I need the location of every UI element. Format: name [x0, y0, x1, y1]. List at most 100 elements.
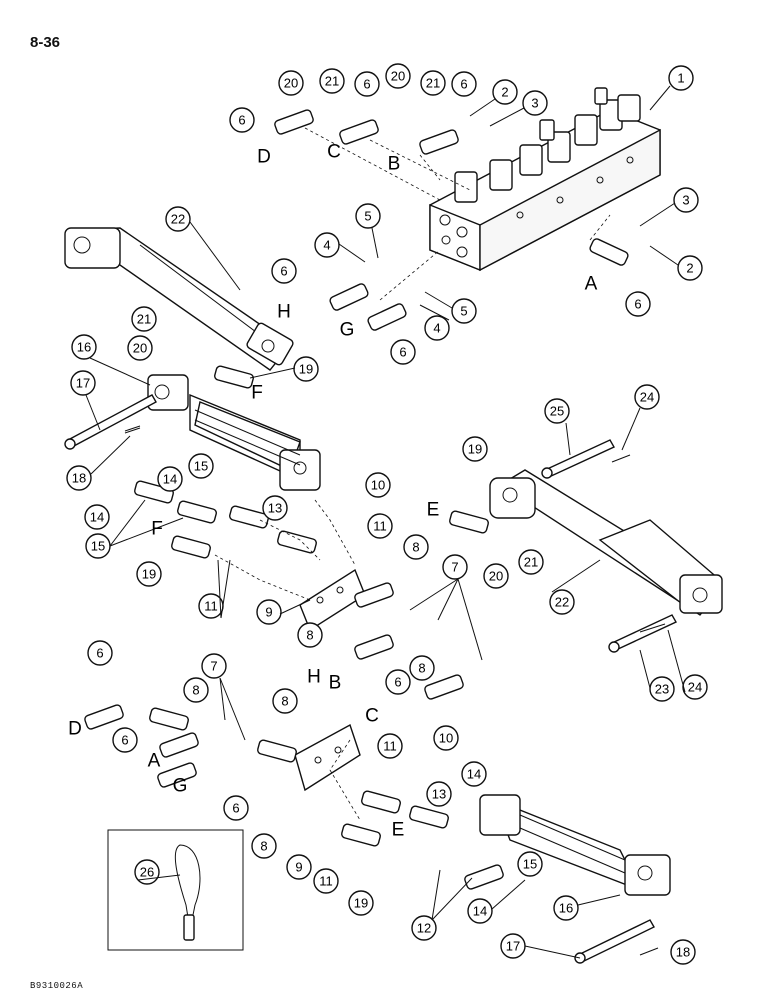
drawing-code: B9310026A — [30, 981, 84, 991]
callout: 11 — [373, 519, 387, 534]
port-letter: E — [392, 820, 405, 841]
callout: 18 — [676, 945, 690, 960]
callout: 19 — [299, 362, 313, 377]
port-letter: B — [388, 154, 401, 175]
callout: 8 — [306, 628, 313, 643]
callout: 21 — [137, 312, 151, 327]
callout: 6 — [399, 345, 406, 360]
valve-block — [429, 87, 661, 272]
port-letter: B — [329, 673, 342, 694]
callout: 6 — [634, 297, 641, 312]
callout: 8 — [260, 839, 267, 854]
cylinder-right — [489, 469, 723, 616]
callout: 11 — [319, 874, 333, 889]
callout: 21 — [524, 555, 538, 570]
callout: 6 — [232, 801, 239, 816]
callout: 6 — [96, 646, 103, 661]
callout: 6 — [363, 77, 370, 92]
callout: 14 — [467, 767, 481, 782]
callout: 25 — [550, 404, 564, 419]
hose-fittings — [84, 109, 629, 890]
callout: 15 — [194, 459, 208, 474]
port-letter: C — [327, 142, 341, 163]
callout: 5 — [460, 304, 467, 319]
callout: 8 — [192, 683, 199, 698]
callout: 20 — [133, 341, 147, 356]
callout: 26 — [140, 865, 154, 880]
callout: 24 — [688, 680, 702, 695]
port-letter: G — [340, 320, 355, 341]
callout: 22 — [171, 212, 185, 227]
port-letter: H — [277, 302, 291, 323]
callout: 17 — [76, 376, 90, 391]
callout: 2 — [686, 261, 693, 276]
callout: 20 — [489, 569, 503, 584]
callout: 10 — [371, 478, 385, 493]
callout: 4 — [323, 238, 330, 253]
callout: 6 — [238, 113, 245, 128]
callout: 23 — [655, 682, 669, 697]
manifold-plates — [294, 568, 366, 792]
cylinder-tie-rod-upper — [147, 374, 321, 491]
callout: 5 — [364, 209, 371, 224]
port-letter: D — [257, 147, 271, 168]
callout: 22 — [555, 595, 569, 610]
callout: 19 — [354, 896, 368, 911]
port-letter: F — [151, 519, 163, 540]
callout: 7 — [210, 659, 217, 674]
callout: 19 — [468, 442, 482, 457]
callout: 10 — [439, 731, 453, 746]
callout: 4 — [433, 321, 440, 336]
port-letter: F — [251, 383, 263, 404]
callout: 3 — [682, 193, 689, 208]
callout: 6 — [280, 264, 287, 279]
cylinder-tie-rod-lower — [479, 794, 671, 896]
port-letters: D C B A H G F E F H B C D A G E — [68, 142, 598, 841]
routing-lines — [214, 127, 611, 821]
callout: 2 — [501, 85, 508, 100]
callout: 6 — [394, 675, 401, 690]
callout: 9 — [265, 605, 272, 620]
callout: 14 — [90, 510, 104, 525]
callout: 15 — [523, 857, 537, 872]
inset-box — [107, 829, 244, 951]
callout: 24 — [640, 390, 654, 405]
port-letter: E — [427, 500, 440, 521]
callout: 8 — [281, 694, 288, 709]
port-letter: A — [148, 751, 161, 772]
callout: 20 — [284, 76, 298, 91]
callout: 14 — [163, 472, 177, 487]
port-letter: G — [173, 776, 188, 797]
callout: 8 — [418, 661, 425, 676]
callout: 8 — [412, 540, 419, 555]
callout: 6 — [121, 733, 128, 748]
port-letter: A — [585, 274, 598, 295]
callout: 14 — [473, 904, 487, 919]
callout: 19 — [142, 567, 156, 582]
callout: 21 — [426, 76, 440, 91]
callout-layer: 1 2 2 3 3 4 4 5 5 6 6 6 6 6 6 6 6 6 6 7 … — [66, 63, 708, 965]
leader-lines — [85, 85, 686, 959]
callout: 12 — [417, 921, 431, 936]
callout: 21 — [325, 74, 339, 89]
callout: 15 — [91, 539, 105, 554]
callout: 16 — [559, 901, 573, 916]
callout: 9 — [295, 860, 302, 875]
port-letter: C — [365, 706, 379, 727]
cylinder-upper-left — [64, 227, 294, 371]
callout: 3 — [531, 96, 538, 111]
callout: 6 — [460, 77, 467, 92]
callout: 7 — [451, 560, 458, 575]
callout: 18 — [72, 471, 86, 486]
callout: 11 — [204, 599, 218, 614]
callout: 13 — [432, 787, 446, 802]
callout: 20 — [391, 69, 405, 84]
pins — [64, 394, 677, 964]
port-letter: H — [307, 667, 321, 688]
callout: 17 — [506, 939, 520, 954]
callout: 1 — [677, 71, 684, 86]
port-letter: D — [68, 719, 82, 740]
callout: 11 — [383, 739, 397, 754]
callout: 13 — [268, 501, 282, 516]
